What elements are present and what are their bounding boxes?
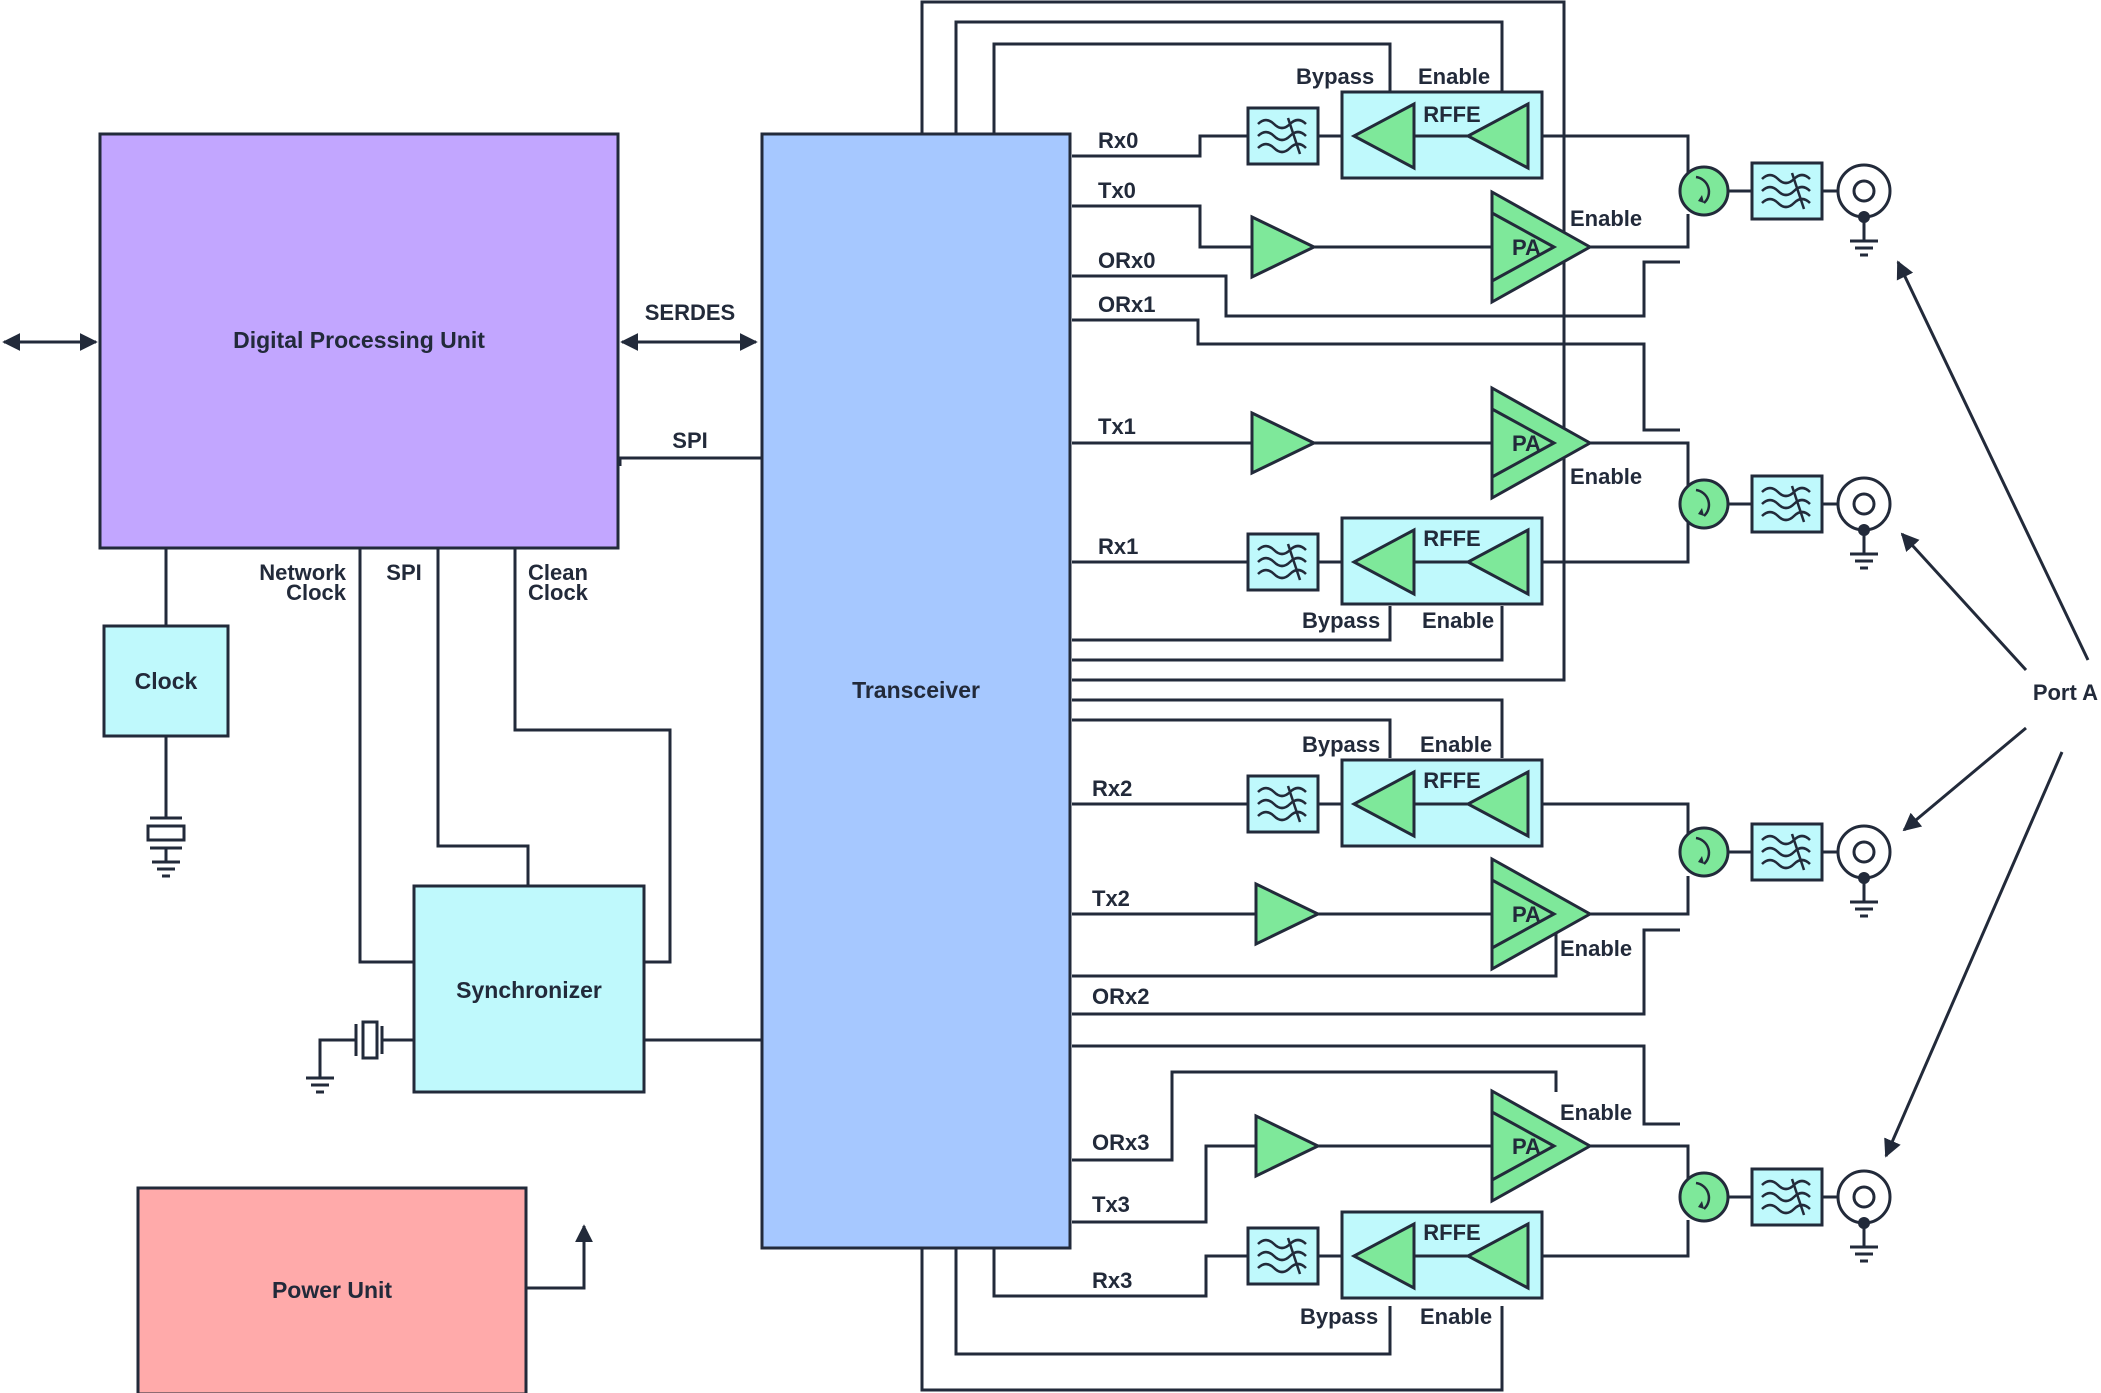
rx2-label: Rx2 <box>1092 776 1132 801</box>
circulator-icon <box>1678 478 1730 530</box>
orx3-label: ORx3 <box>1092 1130 1149 1155</box>
pa-label: PA <box>1512 235 1541 260</box>
bypass-label: Bypass <box>1296 64 1374 89</box>
spi-label-bottom: SPI <box>386 560 421 585</box>
network-clock-label-2: Clock <box>286 580 347 605</box>
pa-1: PA <box>1490 386 1592 500</box>
rffe-label: RFFE <box>1423 1220 1480 1245</box>
rx-filter-2 <box>1246 774 1320 834</box>
rx0-label: Rx0 <box>1098 128 1138 153</box>
driver-amp-1 <box>1250 411 1316 475</box>
pa-2: PA <box>1490 857 1592 971</box>
driver-amp-2 <box>1254 882 1320 946</box>
dpu-block: Digital Processing Unit <box>98 132 620 550</box>
rx3-label: Rx3 <box>1092 1268 1132 1293</box>
clock-block: Clock <box>102 624 230 738</box>
rx-filter-1 <box>1246 532 1320 592</box>
orx2-label: ORx2 <box>1092 984 1149 1009</box>
rf-connector-icon <box>1836 163 1892 257</box>
transceiver-block: Transceiver <box>760 132 1072 1250</box>
enable-label: Enable <box>1420 1304 1492 1329</box>
clock-label: Clock <box>135 668 198 694</box>
enable-label: Enable <box>1560 936 1632 961</box>
enable-label: Enable <box>1418 64 1490 89</box>
circulator-icon <box>1678 165 1730 217</box>
transceiver-label: Transceiver <box>852 677 980 703</box>
rf-connector-icon <box>1836 476 1892 570</box>
pa-0: PA <box>1490 190 1592 304</box>
pa-label: PA <box>1512 431 1541 456</box>
network-clock-label-1: Network <box>259 560 347 585</box>
tx2-label: Tx2 <box>1092 886 1130 911</box>
pa-3: PA <box>1490 1089 1592 1203</box>
port-filter-1 <box>1750 474 1824 534</box>
rx-filter-3 <box>1246 1226 1320 1286</box>
power-label: Power Unit <box>272 1277 392 1303</box>
rx-filter-0 <box>1246 106 1320 166</box>
ground-icon <box>304 1076 336 1094</box>
rffe-label: RFFE <box>1423 768 1480 793</box>
driver-amp-3 <box>1254 1114 1320 1178</box>
rffe-label: RFFE <box>1423 526 1480 551</box>
orx1-label: ORx1 <box>1098 292 1155 317</box>
clean-clock-label-1: Clean <box>528 560 588 585</box>
tx0-label: Tx0 <box>1098 178 1136 203</box>
enable-label: Enable <box>1570 206 1642 231</box>
rf-connector-icon <box>1836 824 1892 918</box>
port-filter-0 <box>1750 161 1824 221</box>
dpu-label: Digital Processing Unit <box>233 327 485 353</box>
clean-clock-label-2: Clock <box>528 580 589 605</box>
rffe-0: RFFE <box>1340 90 1544 180</box>
rffe-1: RFFE <box>1340 516 1544 606</box>
pa-label: PA <box>1512 902 1541 927</box>
enable-label: Enable <box>1560 1100 1632 1125</box>
circulator-icon <box>1678 1171 1730 1223</box>
synchronizer-label: Synchronizer <box>456 977 602 1003</box>
clock-crystal <box>146 816 186 878</box>
tx1-label: Tx1 <box>1098 414 1136 439</box>
port-filter-3 <box>1750 1167 1824 1227</box>
bypass-label: Bypass <box>1302 732 1380 757</box>
port-a-label: Port A <box>2033 680 2098 705</box>
driver-amp-0 <box>1250 215 1316 279</box>
rf-connector-icon <box>1836 1169 1892 1263</box>
rffe-label: RFFE <box>1423 102 1480 127</box>
enable-label: Enable <box>1422 608 1494 633</box>
bypass-label: Bypass <box>1300 1304 1378 1329</box>
power-block: Power Unit <box>136 1186 528 1393</box>
orx0-label: ORx0 <box>1098 248 1155 273</box>
rffe-2: RFFE <box>1340 758 1544 848</box>
enable-label: Enable <box>1570 464 1642 489</box>
rx1-label: Rx1 <box>1098 534 1138 559</box>
pa-label: PA <box>1512 1134 1541 1159</box>
tx3-label: Tx3 <box>1092 1192 1130 1217</box>
rffe-3: RFFE <box>1340 1210 1544 1300</box>
spi-label-top: SPI <box>672 428 707 453</box>
enable-label: Enable <box>1420 732 1492 757</box>
serdes-label: SERDES <box>645 300 735 325</box>
ground-icon <box>150 860 182 878</box>
synchronizer-block: Synchronizer <box>412 884 646 1094</box>
port-filter-2 <box>1750 822 1824 882</box>
circulator-icon <box>1678 826 1730 878</box>
sync-crystal <box>304 1020 379 1094</box>
bypass-label: Bypass <box>1302 608 1380 633</box>
